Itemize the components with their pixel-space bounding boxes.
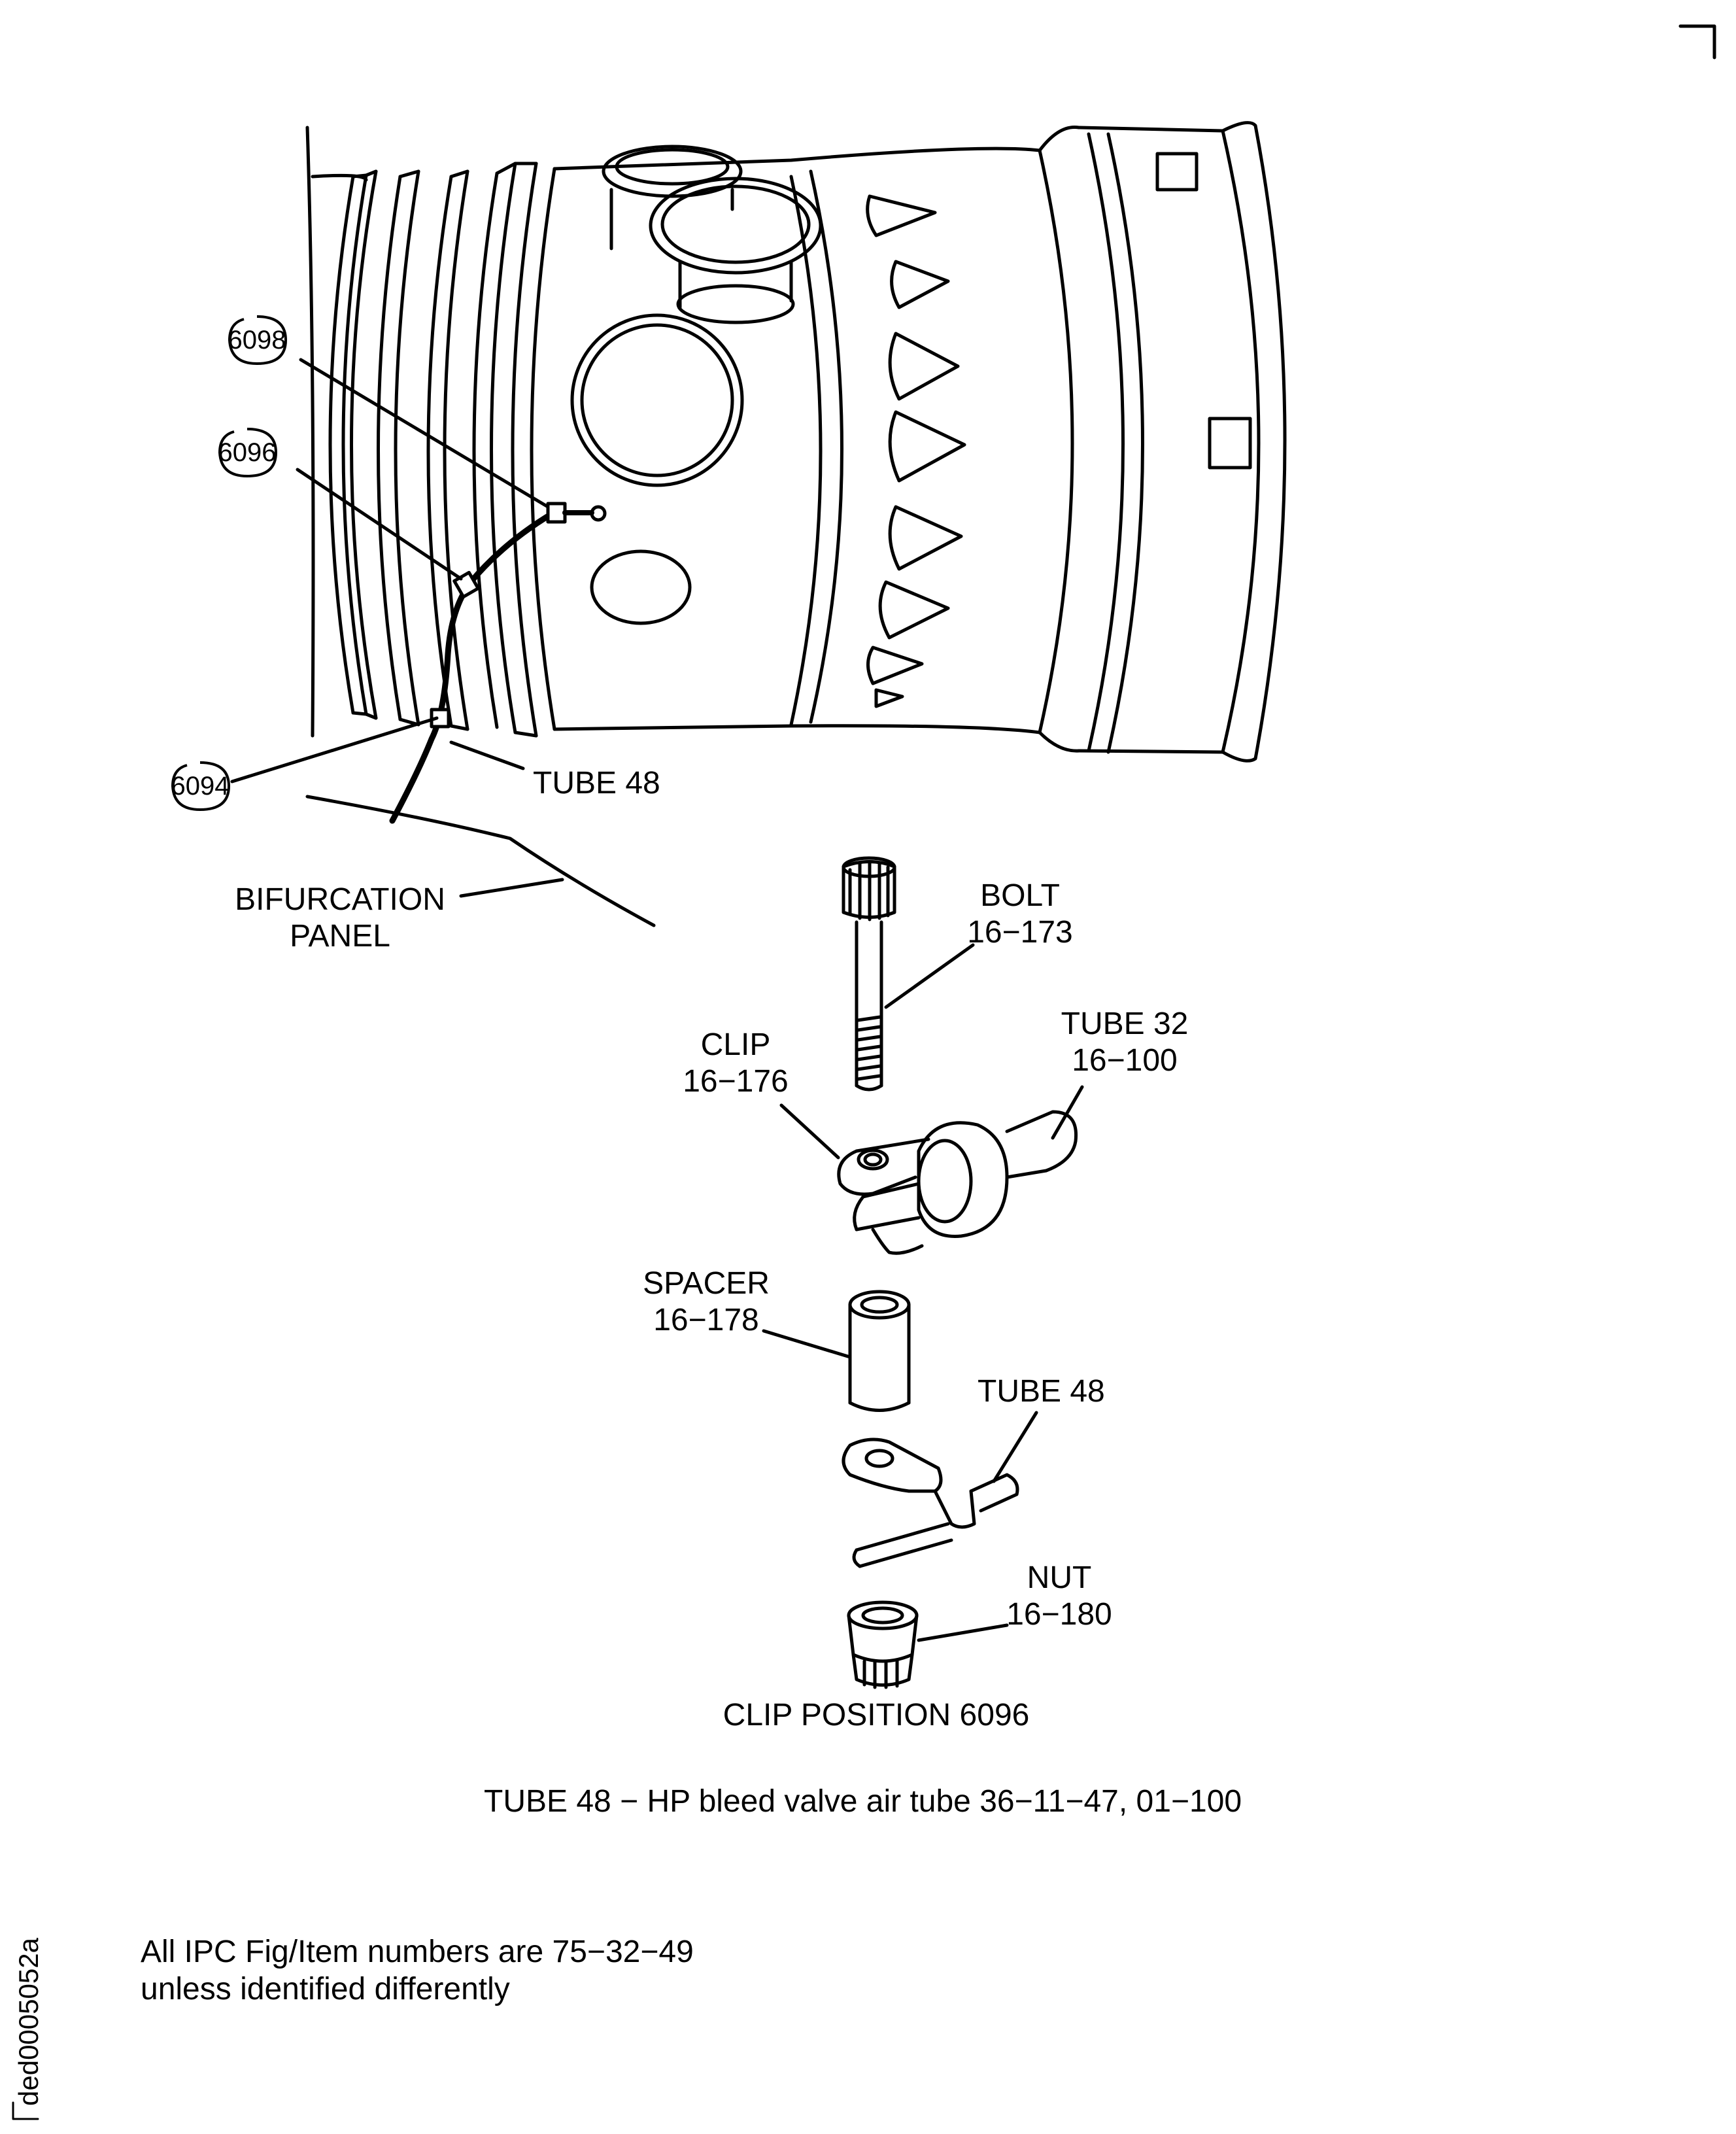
- label-clip-number: 16−176: [683, 1064, 789, 1099]
- leader-6096: [296, 468, 463, 581]
- bifurcation-panel: [305, 795, 656, 927]
- engine-case: [305, 121, 1287, 763]
- callout-6098-text: 6098: [228, 326, 286, 354]
- callout-6096: 6096: [216, 426, 279, 479]
- label-clip-name: CLIP: [700, 1027, 771, 1062]
- leader-nut: [917, 1623, 1009, 1642]
- callout-6094: 6094: [169, 760, 231, 812]
- figure-id-bracket: [12, 2101, 39, 2120]
- label-bolt-name: BOLT: [980, 878, 1060, 913]
- label-nut: NUT 16−180: [987, 1560, 1131, 1633]
- label-tube32-number: 16−100: [1072, 1043, 1178, 1078]
- corner-mark: [1678, 24, 1716, 60]
- tube48-clip-part: [842, 1437, 1019, 1568]
- leader-6094: [230, 716, 439, 783]
- note-line-1: All IPC Fig/Item numbers are 75−32−49: [141, 1935, 694, 1969]
- figure-caption: TUBE 48 − HP bleed valve air tube 36−11−…: [484, 1784, 1242, 1819]
- bolt-part: [842, 856, 896, 1092]
- leader-6098: [299, 358, 550, 509]
- leader-tube48-bottom: [992, 1411, 1038, 1483]
- label-spacer-name: SPACER: [643, 1266, 770, 1301]
- leader-bifurcation: [459, 878, 564, 898]
- callout-6094-text: 6094: [171, 772, 230, 800]
- label-clip-position: CLIP POSITION 6096: [723, 1698, 1030, 1732]
- label-spacer: SPACER 16−178: [628, 1265, 785, 1339]
- leader-tube32: [1051, 1085, 1084, 1140]
- label-nut-number: 16−180: [1006, 1597, 1112, 1632]
- label-bifurcation-line2: PANEL: [290, 919, 390, 954]
- label-tube32: TUBE 32 16−100: [1046, 1006, 1203, 1079]
- note-line-2: unless identified differently: [141, 1972, 510, 2006]
- leader-tube48-top: [449, 740, 525, 770]
- label-tube48-bottom: TUBE 48: [978, 1374, 1105, 1409]
- spacer-part: [848, 1290, 911, 1412]
- label-bifurcation: BIFURCATION PANEL: [222, 882, 458, 955]
- figure-id: ded0005052a: [13, 1938, 44, 2106]
- clip-part: [837, 1110, 1078, 1255]
- callout-6096-text: 6096: [218, 438, 277, 467]
- label-tube48-top: TUBE 48: [533, 766, 660, 800]
- label-bolt-number: 16−173: [967, 915, 1073, 950]
- leader-spacer: [762, 1329, 852, 1359]
- label-bolt: BOLT 16−173: [948, 878, 1092, 951]
- leader-clip: [779, 1103, 840, 1160]
- nut-part: [847, 1600, 919, 1689]
- callout-6098: 6098: [226, 314, 288, 366]
- leader-bolt: [884, 943, 975, 1009]
- label-spacer-number: 16−178: [653, 1303, 759, 1337]
- label-nut-name: NUT: [1027, 1560, 1092, 1595]
- label-clip: CLIP 16−176: [664, 1027, 808, 1100]
- label-tube32-name: TUBE 32: [1061, 1007, 1189, 1041]
- label-bifurcation-line1: BIFURCATION: [235, 882, 445, 917]
